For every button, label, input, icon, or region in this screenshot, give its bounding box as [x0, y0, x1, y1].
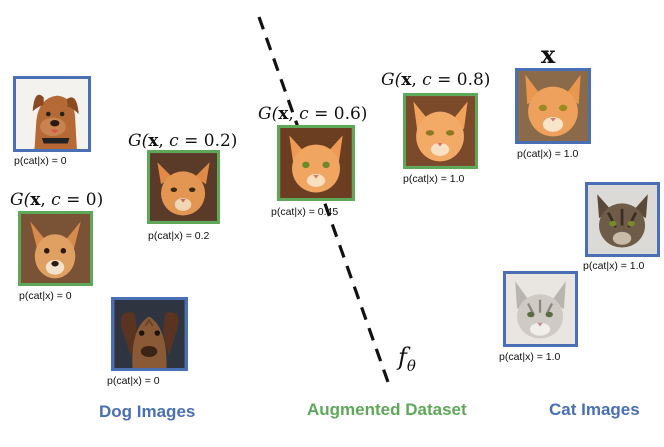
- dog-photo-icon: [21, 214, 90, 283]
- cat-image-x: [515, 68, 591, 144]
- augmented-image-c08: [403, 93, 478, 169]
- cat-images-title: Cat Images: [549, 400, 640, 419]
- dog-photo-icon: [16, 79, 88, 149]
- augmented-image-c02: [147, 150, 220, 224]
- dog-image-top: [13, 76, 91, 152]
- augmented-c08-caption: p(cat|x) = 1.0: [403, 173, 465, 185]
- cat-photo-icon: [280, 128, 352, 198]
- augmented-image-c06: [277, 125, 355, 201]
- cat-image-tabby: [585, 182, 660, 257]
- dog-photo-icon: [114, 300, 185, 368]
- dog-image-bottom: [111, 297, 188, 371]
- cat-photo-icon: [406, 96, 475, 166]
- cat-photo-icon: [588, 185, 657, 254]
- cat-photo-icon: [150, 153, 217, 221]
- augmented-dataset-title: Augmented Dataset: [307, 400, 467, 419]
- generator-label-c06: G(x, c = 0.6): [258, 104, 368, 124]
- input-x-label: x: [541, 40, 556, 69]
- dog-images-title: Dog Images: [99, 402, 196, 421]
- dog-top-caption: p(cat|x) = 0: [14, 155, 67, 167]
- augmented-image-c0: [18, 211, 93, 286]
- augmented-c02-caption: p(cat|x) = 0.2: [148, 230, 210, 242]
- cat-image-grey: [503, 271, 578, 347]
- classifier-f-theta-label: fθ: [398, 343, 416, 375]
- cat-x-caption: p(cat|x) = 1.0: [517, 148, 579, 160]
- generator-label-c02: G(x, c = 0.2): [128, 131, 238, 151]
- generator-label-c08: G(x, c = 0.8): [381, 70, 491, 90]
- augmented-c06-caption: p(cat|x) = 0.45: [271, 206, 339, 218]
- augmented-c0-caption: p(cat|x) = 0: [19, 290, 72, 302]
- cat-tabby-caption: p(cat|x) = 1.0: [583, 260, 645, 272]
- cat-photo-icon: [518, 71, 588, 141]
- dog-bottom-caption: p(cat|x) = 0: [107, 375, 160, 387]
- cat-photo-icon: [506, 274, 575, 344]
- cat-grey-caption: p(cat|x) = 1.0: [499, 351, 561, 363]
- generator-label-c0: G(x, c = 0): [10, 190, 104, 210]
